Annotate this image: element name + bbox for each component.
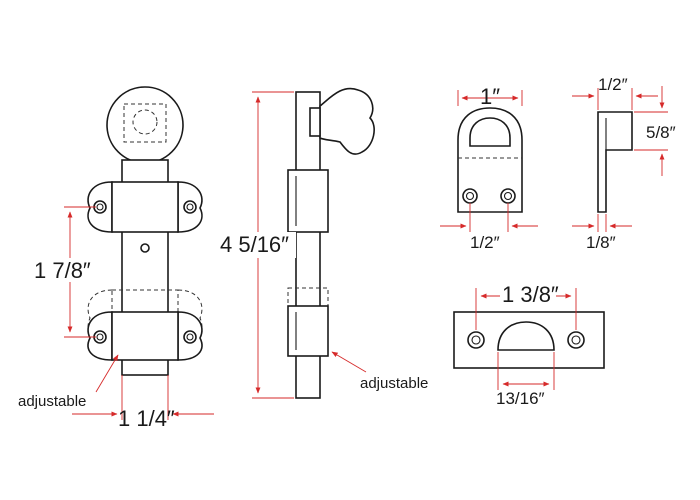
keeper-front-view: 1″ 1/2″ (440, 84, 538, 252)
side-upper-bracket (287, 169, 329, 233)
bolt-knob (106, 86, 184, 164)
side-knob (319, 87, 375, 155)
upper-bracket (111, 181, 179, 233)
keeper-side-thickness-label: 1/8″ (586, 233, 616, 252)
keeper-side-width-label: 1/2″ (598, 75, 628, 94)
keeper-side-view: 1/2″ 5/8″ 1/8″ (572, 75, 676, 252)
strike-plate-view: 1 3/8″ 13/16″ (453, 282, 605, 408)
keeper-holes-label: 1/2″ (470, 233, 500, 252)
strike-plate-cutout (497, 321, 555, 351)
side-lower-bracket (287, 305, 329, 357)
front-view: 1 7/8″ 1 1/4″ adjustable (18, 86, 214, 431)
lower-bracket (111, 311, 179, 361)
keeper-side-height-label: 5/8″ (646, 123, 676, 142)
plate-holes-label: 1 3/8″ (502, 282, 559, 307)
knob-hidden-square (123, 103, 167, 143)
keeper-slot (469, 117, 511, 147)
keeper-side-profile (597, 111, 633, 213)
keeper-width-label: 1″ (480, 84, 500, 109)
side-view: 4 5/16″ adjustable (218, 87, 428, 399)
front-width-label: 1 1/4″ (118, 406, 175, 431)
side-adjustable-label: adjustable (360, 375, 428, 392)
front-adjustable-label: adjustable (18, 393, 86, 410)
rod-pin (140, 243, 150, 253)
side-height-label: 4 5/16″ (220, 232, 289, 257)
front-height-label: 1 7/8″ (34, 258, 91, 283)
plate-cutout-label: 13/16″ (496, 389, 545, 408)
